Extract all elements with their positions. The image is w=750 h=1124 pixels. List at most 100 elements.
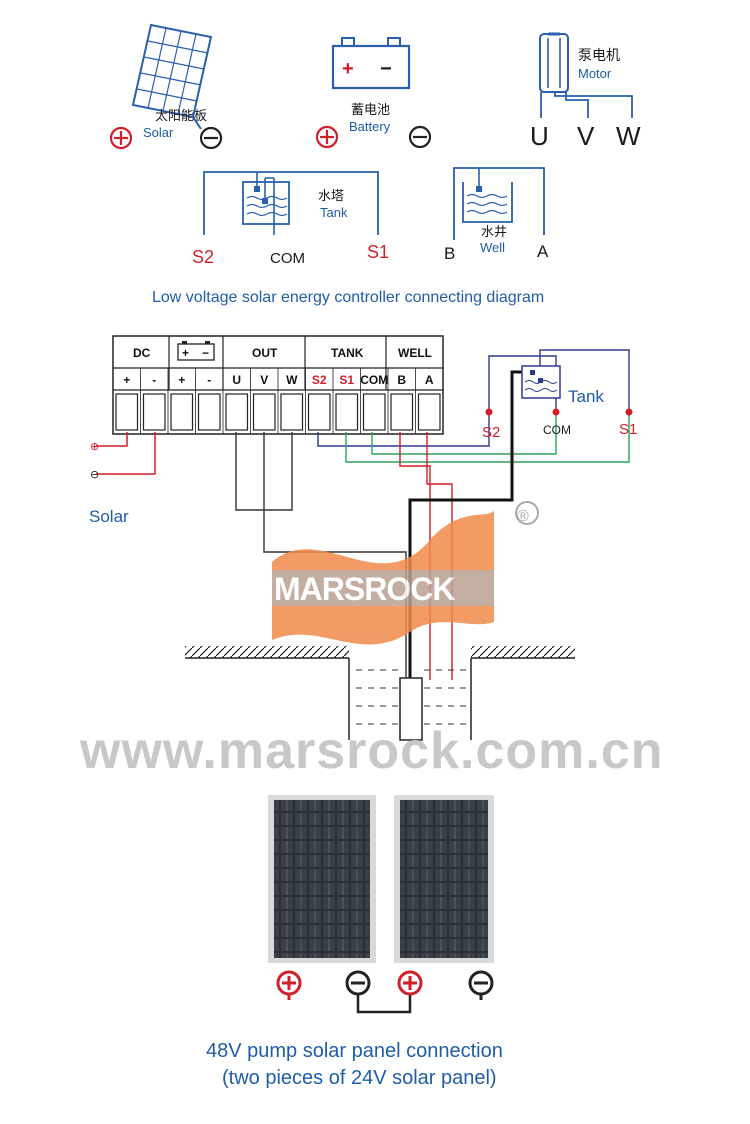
battery-plus-icon [315, 125, 339, 149]
panel-left-plus-icon [276, 970, 302, 1000]
motor-u-label: U [530, 121, 549, 151]
well-shaft [185, 646, 575, 741]
terminal-screw [142, 393, 166, 431]
tank-label-en: Tank [320, 205, 348, 220]
marsrock-logo: MARSROCK ® [272, 501, 539, 645]
header-dc: DC [133, 346, 151, 360]
tank-s2-label: S2 [192, 247, 214, 267]
terminal-9: S1 [332, 368, 359, 434]
tank-sensor: Tank S2 COM S1 [482, 365, 637, 441]
terminal-label: U [232, 373, 241, 387]
header-out: OUT [252, 346, 278, 360]
terminal-1: + [112, 368, 139, 434]
terminal-label: S2 [312, 373, 327, 387]
terminal-label: S1 [339, 373, 354, 387]
terminal-screw [280, 393, 304, 431]
well-label-cn: 水井 [481, 224, 507, 239]
solar-panel-right [394, 795, 494, 963]
terminal-screw [335, 393, 359, 431]
terminal-5: U [222, 368, 249, 434]
solar-label-cn: 太阳能板 [155, 108, 207, 123]
solar-panel-left [268, 795, 376, 963]
submersible-pump [399, 677, 423, 741]
terminal-2: - [140, 368, 166, 434]
panel-right-plus-icon [397, 970, 423, 996]
terminal-label: A [425, 373, 434, 387]
terminal-8: S2 [305, 368, 331, 434]
motor-w-label: W [616, 121, 641, 151]
water-well-icon [462, 168, 513, 223]
battery-label-en: Battery [349, 119, 391, 134]
panel-left-minus-icon [345, 970, 371, 996]
solar-plus-icon [109, 126, 133, 150]
header-tank: TANK [331, 346, 364, 360]
well-legend: 水井 Well B A [444, 167, 549, 263]
terminal-label: B [397, 373, 406, 387]
battery-label-cn: 蓄电池 [351, 102, 390, 117]
terminal-label: + [123, 373, 130, 387]
solar-panel-legend: 太阳能板 Solar [109, 23, 223, 150]
tank-com-node [552, 408, 560, 416]
registered-mark: ® [517, 508, 529, 525]
battery-minus-sign: − [380, 58, 392, 80]
tank-legend: 水塔 Tank S2 COM S1 [192, 171, 389, 267]
terminal-label: - [152, 373, 156, 387]
url-watermark: www.marsrock.com.cn [79, 722, 664, 780]
tank-sensor-com: COM [543, 423, 571, 437]
tank-sensor-label: Tank [568, 387, 604, 406]
terminal-label: - [207, 373, 211, 387]
terminal-label: W [286, 373, 298, 387]
terminal-screw [115, 393, 139, 431]
diagram-title: Low voltage solar energy controller conn… [152, 289, 544, 306]
header-battery-icon: + − [177, 341, 215, 361]
terminal-screw [225, 393, 249, 431]
header-battery-plus: + [182, 346, 189, 360]
terminal-11: B [387, 368, 414, 434]
motor-legend: 泵电机 Motor U V W [530, 32, 641, 151]
solar-panel-icon [131, 23, 213, 130]
header-battery-minus: − [202, 346, 209, 360]
caption-line1: 48V pump solar panel connection [206, 1040, 503, 1062]
battery-minus-icon [408, 125, 432, 149]
tank-com-label: COM [270, 250, 305, 267]
terminal-6: V [250, 368, 276, 434]
terminal-label: COM [360, 373, 388, 387]
terminal-screw [307, 393, 331, 431]
tank-s1-label: S1 [367, 242, 389, 262]
solar-input-label: Solar [89, 507, 129, 526]
terminal-screw [252, 393, 276, 431]
terminal-screw [170, 393, 194, 431]
motor-label-en: Motor [578, 66, 612, 81]
terminal-label: + [178, 373, 185, 387]
solar-input-plus: ⊕ [90, 441, 99, 453]
tank-sensor-icon [521, 365, 561, 399]
panel-right-minus-icon [468, 970, 494, 1000]
terminal-screw [362, 393, 386, 431]
well-label-en: Well [480, 240, 505, 255]
solar-panel-pair [268, 795, 494, 963]
tank-s2-node [485, 408, 493, 416]
caption-line2: (two pieces of 24V solar panel) [222, 1067, 497, 1089]
terminal-10: COM [360, 368, 388, 434]
tank-s1-node [625, 408, 633, 416]
controller-terminal-block: DC + − OUT TANK WELL + - + - U V W S2 S1 COM B A [112, 335, 444, 435]
terminal-12: A [415, 368, 441, 434]
solar-minus-icon [199, 126, 223, 150]
solar-label-en: Solar [143, 125, 174, 140]
terminal-label: V [260, 373, 268, 387]
battery-icon: + − [331, 37, 411, 90]
panel-terminals [276, 970, 494, 1014]
pump-motor-icon [539, 32, 569, 93]
tank-sensor-s1: S1 [619, 421, 637, 438]
header-well: WELL [398, 346, 432, 360]
motor-v-label: V [577, 121, 595, 151]
well-b-label: B [444, 244, 455, 263]
tank-sensor-s2: S2 [482, 424, 500, 441]
well-a-label: A [537, 242, 549, 261]
solar-input-minus: ⊖ [90, 469, 99, 481]
terminal-screw [417, 393, 441, 431]
terminal-screw [390, 393, 414, 431]
terminal-4: - [195, 368, 221, 434]
water-tank-icon [242, 172, 290, 235]
tank-label-cn: 水塔 [318, 188, 344, 203]
